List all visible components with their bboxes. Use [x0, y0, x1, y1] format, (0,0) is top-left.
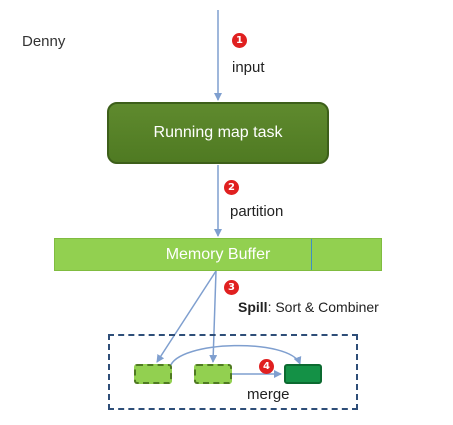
step-2-badge: 2 — [224, 180, 239, 195]
running-map-task-box: Running map task — [107, 102, 329, 164]
spill-arrow-1 — [156, 270, 217, 363]
merge-arc — [169, 344, 302, 368]
spill-files-container — [108, 334, 358, 410]
step-3-badge: 3 — [224, 280, 239, 295]
spill-file-1 — [134, 364, 172, 384]
spill-label-rest: : Sort & Combiner — [267, 299, 379, 315]
spill-label: Spill: Sort & Combiner — [238, 299, 379, 315]
buffer-fill-divider — [311, 239, 312, 270]
map-task-label: Running map task — [153, 124, 283, 141]
spill-file-2 — [194, 364, 232, 384]
merge-label: merge — [247, 386, 290, 403]
merged-file — [284, 364, 322, 384]
memory-buffer-label: Memory Buffer — [165, 245, 271, 263]
partition-label: partition — [230, 203, 284, 220]
spill-label-bold: Spill — [238, 299, 268, 315]
memory-buffer-bar: Memory Buffer — [54, 238, 382, 271]
input-label: input — [232, 59, 265, 76]
author-label: Denny — [22, 33, 66, 50]
step-1-badge: 1 — [232, 33, 247, 48]
step-4-badge: 4 — [259, 359, 274, 374]
